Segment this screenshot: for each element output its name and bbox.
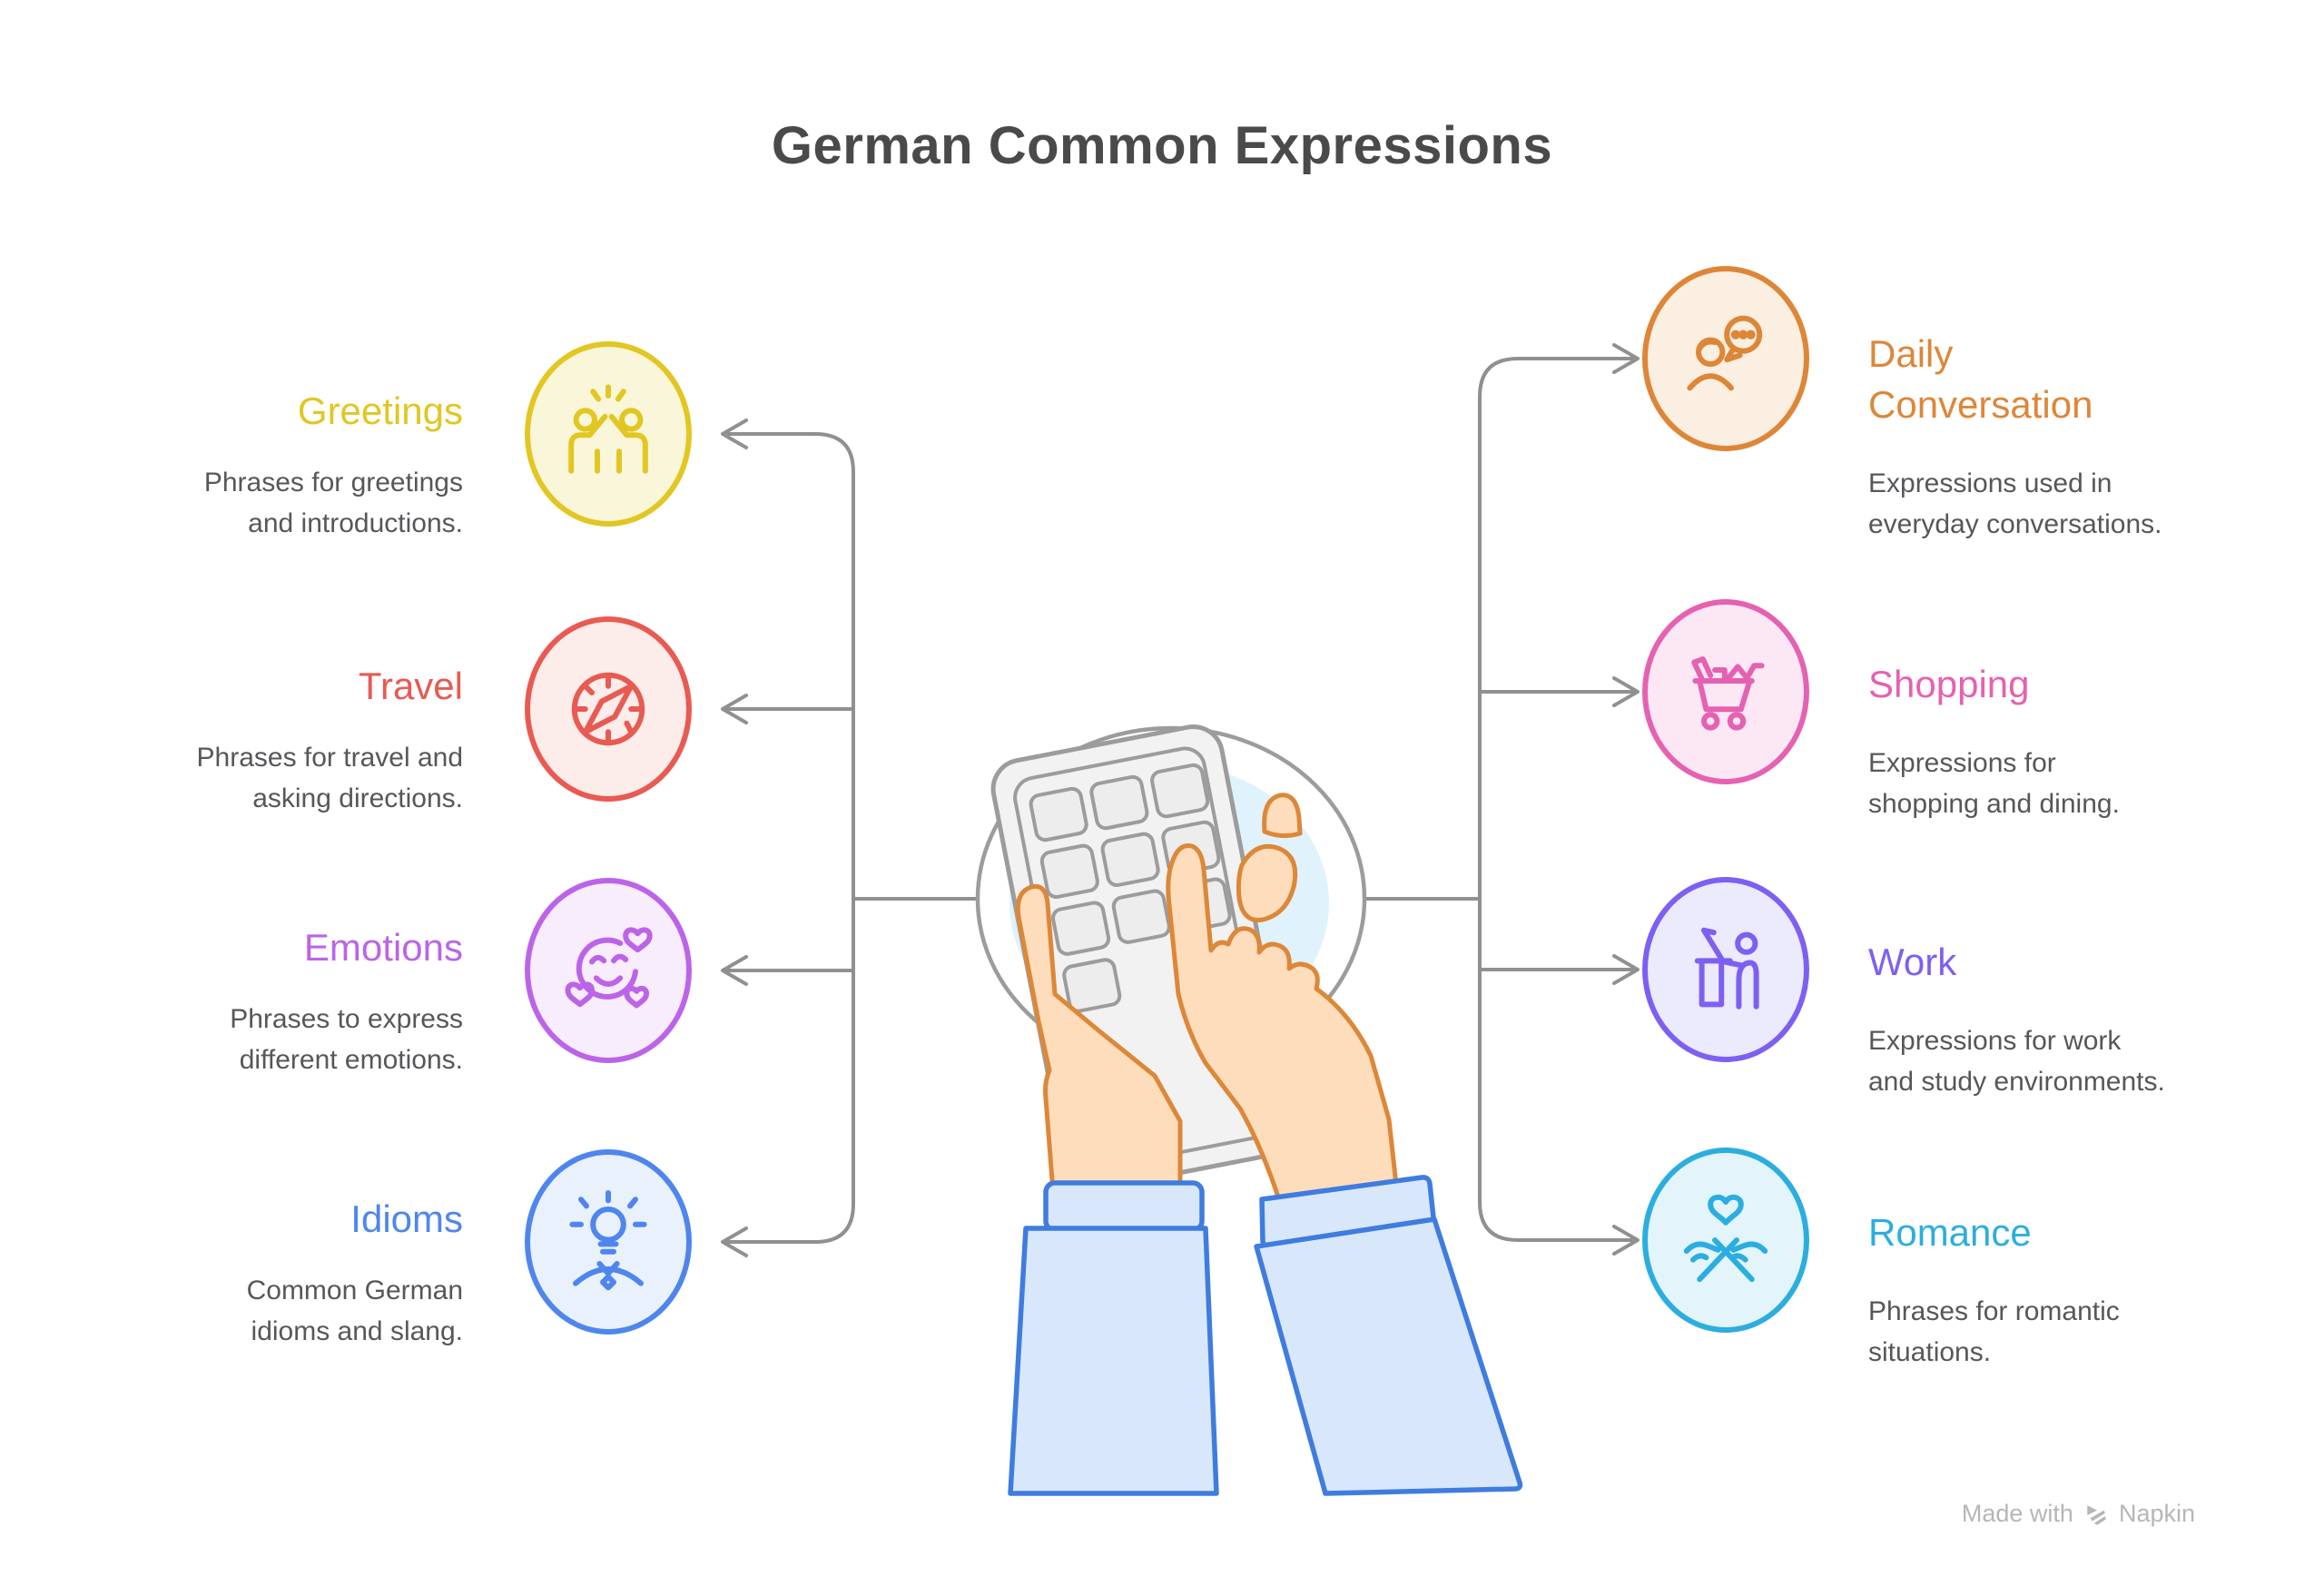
left-sleeve: [1008, 1226, 1219, 1496]
arrow-right-daily: [1612, 343, 1640, 374]
item-title: Greetings: [297, 389, 463, 432]
arrow-left-idioms: [721, 1226, 748, 1257]
high-five-icon: [525, 341, 692, 527]
compass-icon: [525, 616, 692, 802]
lightbulb-person-icon: [525, 1149, 692, 1335]
napkin-logo-icon: [2084, 1502, 2108, 1526]
hands: [1015, 793, 1399, 1211]
made-with-napkin-watermark: Made with Napkin: [1962, 1500, 2195, 1528]
right-sleeve: [1254, 1217, 1523, 1496]
left-hand: [1015, 883, 1183, 1195]
item-title: Idioms: [350, 1197, 463, 1240]
shopping-cart-icon: [1642, 599, 1809, 784]
person-speech-bubble-icon: [1642, 266, 1809, 451]
sleeves: [1008, 1175, 1523, 1496]
item-title: Work: [1868, 941, 1957, 983]
smiley-hearts-icon: [525, 878, 692, 1063]
arrow-left-greetings: [721, 419, 748, 449]
left-sleeve-cuff: [1043, 1180, 1205, 1233]
watermark-brand: Napkin: [2118, 1500, 2195, 1527]
right-thumb: [1236, 843, 1298, 922]
arrow-left-emotions: [721, 955, 748, 986]
watermark-prefix: Made with: [1961, 1500, 2073, 1527]
item-title: Travel: [358, 665, 463, 707]
arrow-left-travel: [721, 694, 748, 724]
item-title: Daily Conversation: [1868, 332, 2093, 426]
page-title: German Common Expressions: [771, 116, 1553, 175]
right-trunk-line: [1478, 357, 1636, 1242]
phone-hands-illustration: [975, 724, 1523, 1496]
person-at-desk-icon: [1642, 877, 1809, 1062]
left-trunk-line: [724, 432, 855, 1244]
heart-hands-icon: [1642, 1148, 1809, 1333]
item-title: Emotions: [303, 926, 463, 969]
item-title: Shopping: [1868, 663, 2030, 705]
item-title: Romance: [1868, 1211, 2032, 1254]
arrow-right-shopping: [1612, 676, 1640, 707]
arrow-right-work: [1612, 954, 1640, 985]
arrow-right-romance: [1612, 1225, 1640, 1256]
right-fingertip: [1262, 793, 1303, 839]
